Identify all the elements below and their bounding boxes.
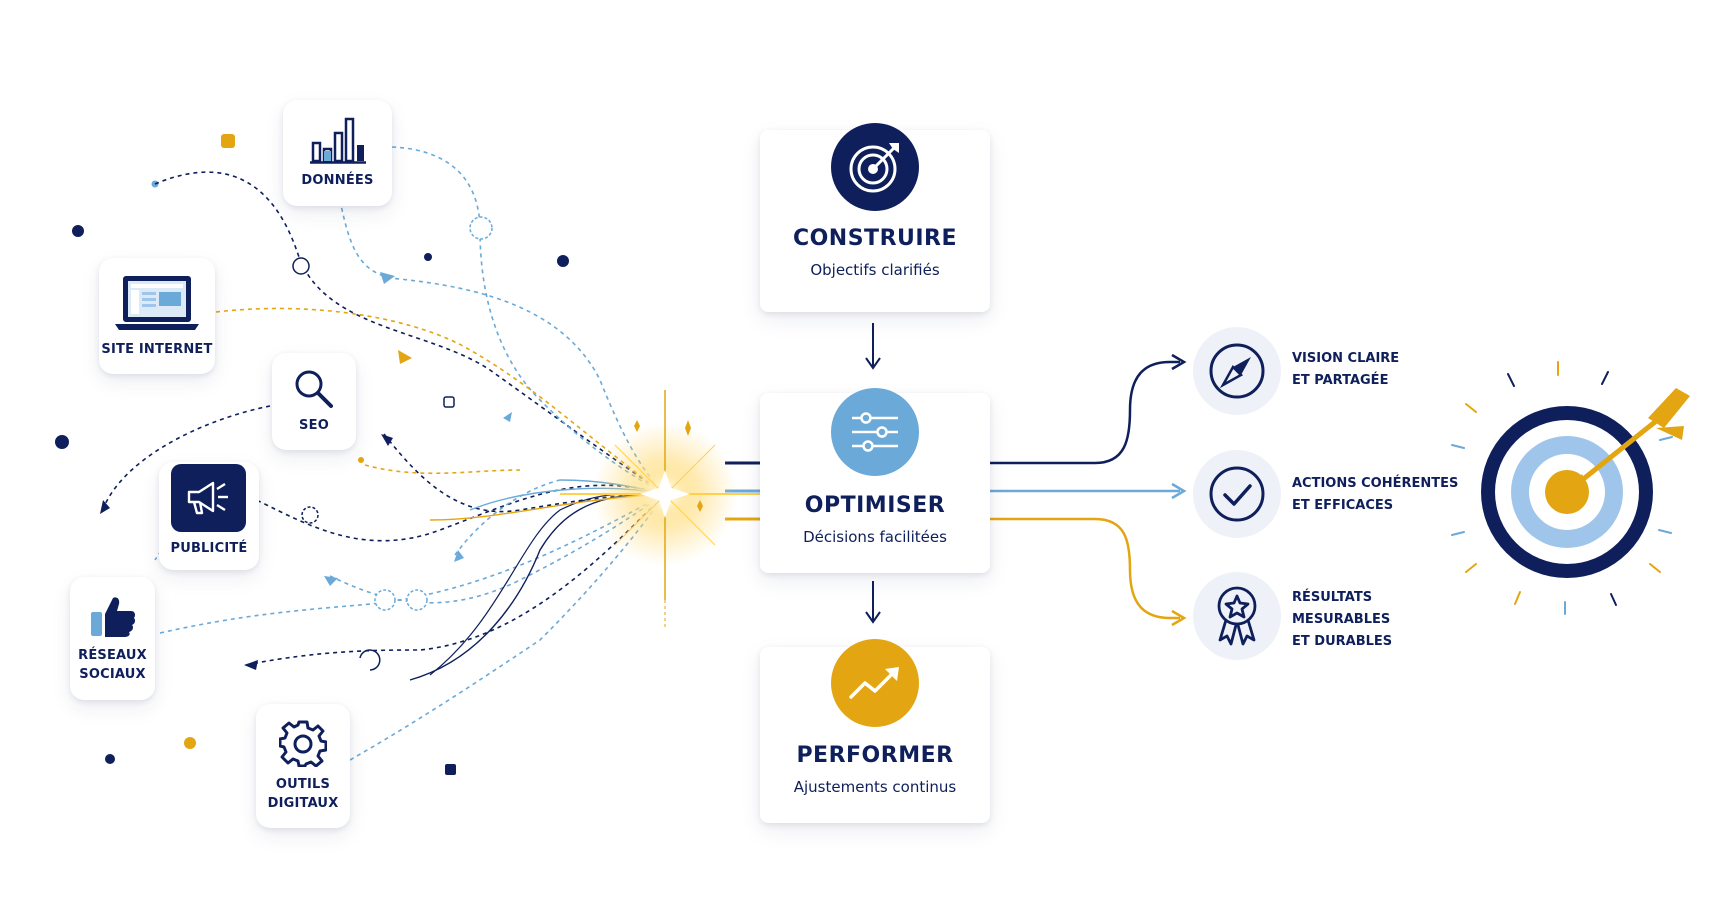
trend-up-icon	[831, 639, 919, 727]
outcome-line3: ET DURABLES	[1292, 634, 1393, 649]
source-label: SEO	[299, 418, 329, 433]
source-card-donnees[interactable]: DONNÉES	[283, 100, 392, 206]
step-arrows	[865, 323, 881, 624]
spark-burst	[560, 390, 770, 630]
outcome-actions: ACTIONS COHÉRENTES ET EFFICACES	[1292, 473, 1472, 517]
decorative-dots	[55, 134, 569, 775]
source-label: DONNÉES	[301, 172, 374, 188]
source-card-reseaux-sociaux[interactable]: RÉSEAUX SOCIAUX	[70, 577, 155, 700]
check-icon	[1193, 450, 1281, 538]
gold-dot	[358, 457, 364, 463]
award-ribbon-icon	[1193, 572, 1281, 660]
source-label-line2: DIGITAUX	[267, 796, 339, 811]
outcome-line2: MESURABLES	[1292, 612, 1391, 627]
source-label-line1: RÉSEAUX	[78, 647, 147, 663]
source-label-line2: SOCIAUX	[79, 666, 146, 682]
outcome-line2: ET EFFICACES	[1292, 498, 1394, 513]
step-card-construire[interactable]: CONSTRUIRE Objectifs clarifiés	[760, 123, 990, 312]
flow-nodes	[292, 216, 493, 671]
gold-dot	[184, 737, 196, 749]
outcome-line1: VISION CLAIRE	[1292, 351, 1400, 366]
source-card-seo[interactable]: SEO	[272, 353, 356, 450]
outcome-line2: ET PARTAGÉE	[1292, 373, 1389, 388]
outcome-resultats: RÉSULTATS MESURABLES ET DURABLES	[1292, 587, 1472, 653]
target-icon	[831, 123, 919, 211]
navy-dot	[424, 253, 432, 261]
bullseye-target-icon	[1451, 361, 1690, 615]
blue-square-dot	[443, 396, 455, 408]
compass-icon	[1193, 327, 1281, 415]
step-title: CONSTRUIRE	[792, 226, 958, 251]
navy-dot	[105, 754, 115, 764]
step-title: PERFORMER	[796, 743, 954, 768]
navy-dot	[55, 435, 69, 449]
step-subtitle: Objectifs clarifiés	[810, 261, 940, 279]
step-card-optimiser[interactable]: OPTIMISER Décisions facilitées	[760, 388, 990, 573]
source-card-site-internet[interactable]: SITE INTERNET	[99, 258, 215, 374]
outcome-vision: VISION CLAIRE ET PARTAGÉE	[1292, 348, 1472, 392]
step-subtitle: Décisions facilitées	[803, 528, 947, 546]
outcome-line1: RÉSULTATS	[1292, 590, 1373, 605]
flow-arrowheads	[100, 272, 512, 670]
navy-dot	[557, 255, 569, 267]
laptop-icon	[115, 275, 199, 330]
navy-dot	[72, 225, 84, 237]
step-subtitle: Ajustements continus	[793, 778, 957, 796]
source-label: SITE INTERNET	[101, 341, 213, 357]
source-card-outils-digitaux[interactable]: OUTILS DIGITAUX	[256, 704, 350, 828]
source-label: PUBLICITÉ	[170, 541, 248, 556]
step-card-performer[interactable]: PERFORMER Ajustements continus	[760, 639, 990, 823]
outcome-line1: ACTIONS COHÉRENTES	[1292, 476, 1459, 491]
navy-square-dot	[445, 764, 456, 775]
megaphone-icon	[171, 464, 246, 532]
gear-icon	[279, 720, 327, 767]
magnifier-icon	[295, 370, 333, 408]
thumbs-up-icon	[90, 596, 135, 637]
gold-square-dot	[221, 134, 235, 148]
sliders-icon	[831, 388, 919, 476]
flow-lines	[101, 146, 666, 761]
outcome-connectors	[990, 353, 1187, 627]
bar-chart-icon	[309, 117, 366, 164]
step-title: OPTIMISER	[804, 493, 946, 518]
source-label-line1: OUTILS	[275, 777, 331, 792]
